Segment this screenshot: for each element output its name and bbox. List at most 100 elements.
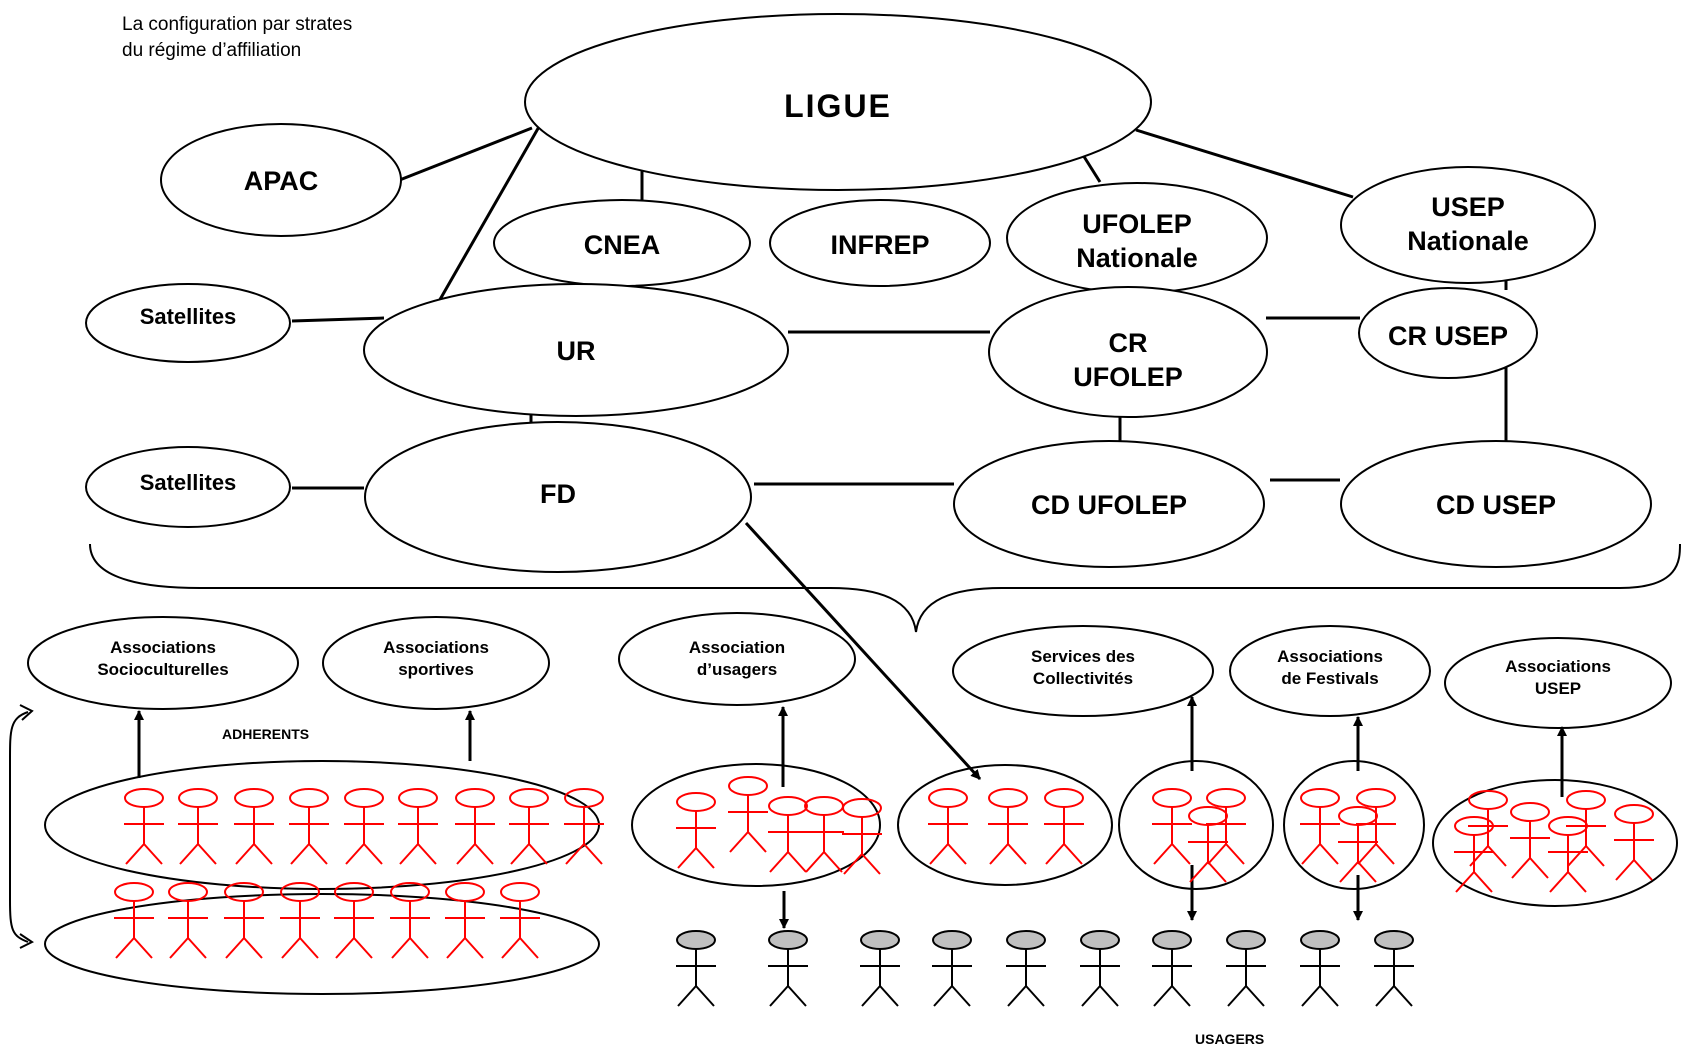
adherents-label: ADHERENTS: [222, 726, 309, 742]
node-assoc-socioculturelles-label-1: Associations: [110, 638, 216, 657]
node-assoc-festivals: [1229, 625, 1431, 717]
usager-figure-10: [1374, 930, 1414, 1007]
member-figures: [114, 776, 1654, 1007]
arrow-fd-to-members: [744, 521, 982, 781]
adherent-figure-top-4: [289, 788, 329, 865]
node-cr-usep-label: CR USEP: [1388, 321, 1508, 351]
node-apac: [160, 123, 402, 237]
adherent-figure-bottom-3: [224, 882, 264, 959]
node-services-collectivites-label-1: Services des: [1031, 647, 1135, 666]
usep-member-1: [1468, 790, 1508, 867]
usager-figure-6: [1080, 930, 1120, 1007]
node-assoc-usep-label-2: USEP: [1535, 679, 1581, 698]
usagers-label: USAGERS: [1195, 1031, 1264, 1047]
usagers-assoc-member-2: [728, 776, 768, 853]
node-fd: [364, 421, 752, 573]
side-bracket-arrow: [9, 711, 29, 943]
connector-apac-ligue: [391, 126, 533, 185]
festivals-member-3: [1338, 806, 1378, 883]
node-ur: [363, 283, 789, 417]
grouping-brace: [89, 543, 1681, 633]
node-assoc-usagers-label-1: Association: [689, 638, 785, 657]
node-ur-label: UR: [557, 336, 596, 366]
node-assoc-sportives: [322, 616, 550, 710]
node-cnea-label: CNEA: [584, 230, 661, 260]
adherent-figure-top-5: [344, 788, 384, 865]
adherent-figure-bottom-6: [390, 882, 430, 959]
node-infrep-label: INFREP: [830, 230, 929, 260]
adherent-figure-top-3: [234, 788, 274, 865]
node-satellites-bottom: [85, 446, 291, 528]
collectivites-member-3: [1188, 806, 1228, 883]
node-assoc-socioculturelles-label-2: Socioculturelles: [97, 660, 228, 679]
connector-ligue-usep: [1135, 128, 1354, 199]
usager-figure-5: [1006, 930, 1046, 1007]
node-cr-ufolep: [988, 286, 1268, 418]
usep-member-5: [1454, 816, 1494, 893]
group-collectivites-members: [1118, 760, 1274, 890]
node-assoc-festivals-label-2: de Festivals: [1281, 669, 1378, 688]
node-services-collectivites-label-2: Collectivités: [1033, 669, 1133, 688]
connector-ligue-ur: [436, 124, 542, 304]
node-fd-label: FD: [540, 479, 576, 509]
adherent-figure-top-6: [398, 788, 438, 865]
group-usagers-association: [631, 763, 881, 887]
node-cd-usep: [1340, 440, 1652, 568]
node-assoc-sportives-label-1: Associations: [383, 638, 489, 657]
adherent-figure-bottom-5: [334, 882, 374, 959]
node-usep-nationale: [1340, 166, 1596, 284]
node-ligue: [524, 13, 1152, 191]
adherent-figure-top-2: [178, 788, 218, 865]
connector-satellites-ur: [291, 316, 385, 323]
node-assoc-usagers: [618, 612, 856, 706]
usager-figure-2: [768, 930, 808, 1007]
side-bracket-arrow-bottom-head: [19, 933, 34, 949]
collectivites-member-2: [1206, 788, 1246, 865]
adherent-figure-bottom-2: [168, 882, 208, 959]
usager-figure-1: [676, 930, 716, 1007]
adherent-figure-top-9: [564, 788, 604, 865]
usep-member-2: [1510, 802, 1550, 879]
usagers-assoc-member-1: [676, 792, 716, 869]
node-cd-ufolep-label: CD UFOLEP: [1031, 490, 1187, 520]
adherent-figure-bottom-7: [445, 882, 485, 959]
node-assoc-usagers-label-2: d’usagers: [697, 660, 777, 679]
node-ligue-label: LIGUE: [784, 88, 892, 124]
usager-figure-9: [1300, 930, 1340, 1007]
node-cr-usep: [1358, 287, 1538, 379]
node-ufolep-nationale-label-1: UFOLEP: [1082, 209, 1192, 239]
adherent-figure-top-1: [124, 788, 164, 865]
fd-member-2: [988, 788, 1028, 865]
festivals-member-2: [1356, 788, 1396, 865]
caption-line-2: du régime d’affiliation: [122, 40, 302, 61]
usager-figure-7: [1152, 930, 1192, 1007]
fd-member-3: [1044, 788, 1084, 865]
node-assoc-socioculturelles: [27, 616, 299, 710]
node-cr-ufolep-label-1: CR: [1109, 328, 1148, 358]
node-cr-ufolep-label-2: UFOLEP: [1073, 362, 1183, 392]
node-services-collectivites: [952, 625, 1214, 717]
node-ufolep-nationale-label-2: Nationale: [1076, 243, 1198, 273]
festivals-member-1: [1300, 788, 1340, 865]
connector-ligue-ufolep: [1081, 154, 1102, 183]
adherent-figure-bottom-8: [500, 882, 540, 959]
node-cd-usep-label: CD USEP: [1436, 490, 1556, 520]
side-bracket-arrow-top-head: [19, 704, 34, 721]
adherent-figure-top-7: [455, 788, 495, 865]
node-cd-ufolep: [953, 440, 1265, 568]
caption-line-1: La configuration par strates: [122, 14, 353, 35]
node-assoc-usep-label-1: Associations: [1505, 657, 1611, 676]
fd-member-1: [928, 788, 968, 865]
collectivites-member-1: [1152, 788, 1192, 865]
usep-member-4: [1548, 816, 1588, 893]
usagers-assoc-member-3: [768, 796, 808, 873]
adherent-figure-bottom-1: [114, 882, 154, 959]
usager-figure-3: [860, 930, 900, 1007]
diagram-caption: La configuration par strates du régime d…: [122, 12, 352, 64]
usager-figure-4: [932, 930, 972, 1007]
node-usep-nationale-label-2: Nationale: [1407, 226, 1529, 256]
adherent-figure-top-8: [509, 788, 549, 865]
node-satellites-bottom-label: Satellites: [140, 470, 237, 495]
node-assoc-sportives-label-2: sportives: [398, 660, 474, 679]
